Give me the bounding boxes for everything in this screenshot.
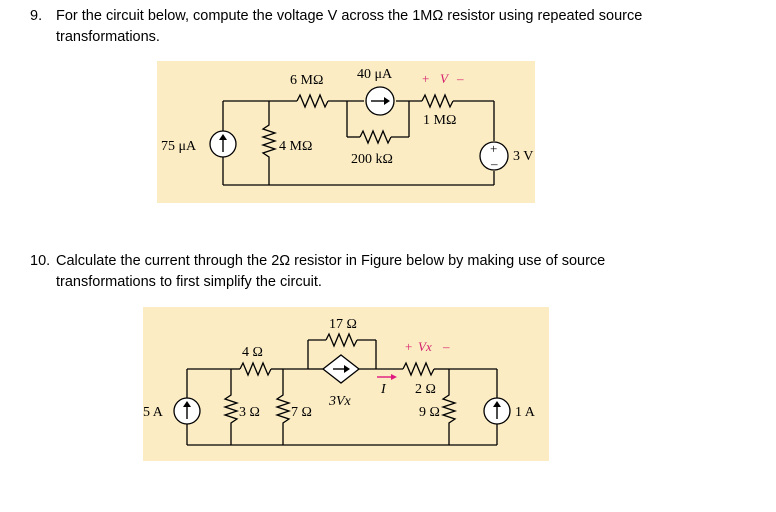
question-9: 9. For the circuit below, compute the vo… (30, 6, 750, 50)
label-1a: 1 A (515, 405, 536, 420)
vs-plus-sign: + (490, 141, 497, 156)
label-4ohm: 4 Ω (242, 345, 263, 360)
current-source-40ua-icon (365, 86, 395, 116)
vx-plus: + (405, 339, 412, 354)
figure-10-panel (143, 307, 549, 461)
label-2ohm: 2 Ω (415, 382, 436, 397)
question-9-number: 9. (30, 8, 43, 24)
dependent-current-source-icon (321, 354, 361, 384)
question-9-line-1: For the circuit below, compute the volta… (56, 8, 643, 24)
v-label: V (440, 71, 450, 86)
label-1mohm: 1 MΩ (423, 113, 456, 128)
label-3vx: 3Vx (328, 394, 352, 409)
label-75ua: 75 μA (161, 139, 197, 154)
vx-minus: – (442, 339, 450, 354)
question-10-line-1: Calculate the current through the 2Ω res… (56, 253, 606, 269)
label-7ohm: 7 Ω (291, 405, 312, 420)
label-5a: 5 A (143, 405, 164, 420)
label-3ohm: 3 Ω (239, 405, 260, 420)
label-200kohm: 200 kΩ (351, 152, 393, 167)
current-arrow-icon (377, 374, 397, 380)
v-minus: – (456, 71, 464, 86)
figure-9-svg: + – 6 MΩ 40 μA + V – 1 MΩ 75 μA 4 MΩ 200… (157, 61, 535, 203)
figure-10-circuit: 17 Ω 4 Ω + Vx – 5 A 3 Ω 7 Ω 3Vx I 2 Ω 9 … (143, 307, 549, 461)
current-source-75ua-icon (209, 130, 237, 158)
label-3v: 3 V (513, 149, 533, 164)
figure-10-svg: 17 Ω 4 Ω + Vx – 5 A 3 Ω 7 Ω 3Vx I 2 Ω 9 … (143, 307, 549, 461)
label-4mohm: 4 MΩ (279, 139, 312, 154)
question-9-line-2: transformations. (56, 29, 160, 45)
vs-minus-sign: – (490, 156, 498, 171)
label-40ua: 40 μA (357, 67, 393, 82)
label-6mohm: 6 MΩ (290, 73, 323, 88)
question-10: 10. Calculate the current through the 2Ω… (30, 251, 750, 295)
question-10-number: 10. (30, 253, 51, 269)
voltage-source-3v-icon (479, 141, 509, 171)
current-source-5a-icon (173, 397, 201, 425)
figure-9-panel (157, 61, 535, 203)
label-current-i: I (380, 382, 387, 397)
figure-9-circuit: + – 6 MΩ 40 μA + V – 1 MΩ 75 μA 4 MΩ 200… (157, 61, 535, 203)
v-plus: + (422, 71, 429, 86)
label-17ohm: 17 Ω (329, 317, 357, 332)
vx-label: Vx (418, 339, 432, 354)
label-9ohm: 9 Ω (419, 405, 440, 420)
current-source-1a-icon (483, 397, 511, 425)
question-10-line-2: transformations to first simplify the ci… (56, 274, 322, 290)
